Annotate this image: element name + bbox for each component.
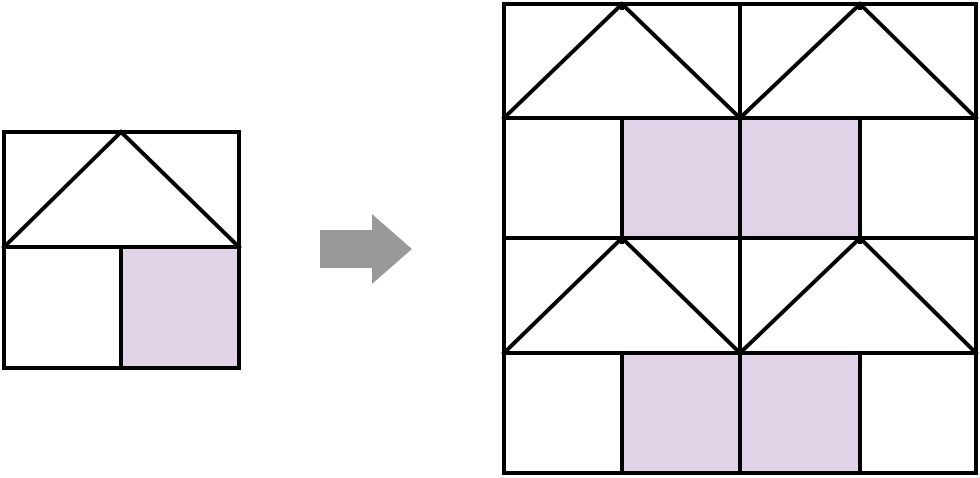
right-arrow-icon bbox=[320, 214, 412, 284]
quilt-grid bbox=[501, 1, 979, 475]
quilt-roof-triangle bbox=[737, 235, 979, 356]
block-roof-triangle bbox=[1, 129, 242, 250]
quilt-roof-triangle bbox=[737, 1, 979, 121]
block-shaded-square bbox=[121, 247, 239, 368]
quilt-roof-triangle bbox=[501, 1, 743, 121]
quilt-roof-triangle bbox=[501, 235, 743, 356]
single-block bbox=[1, 129, 242, 370]
